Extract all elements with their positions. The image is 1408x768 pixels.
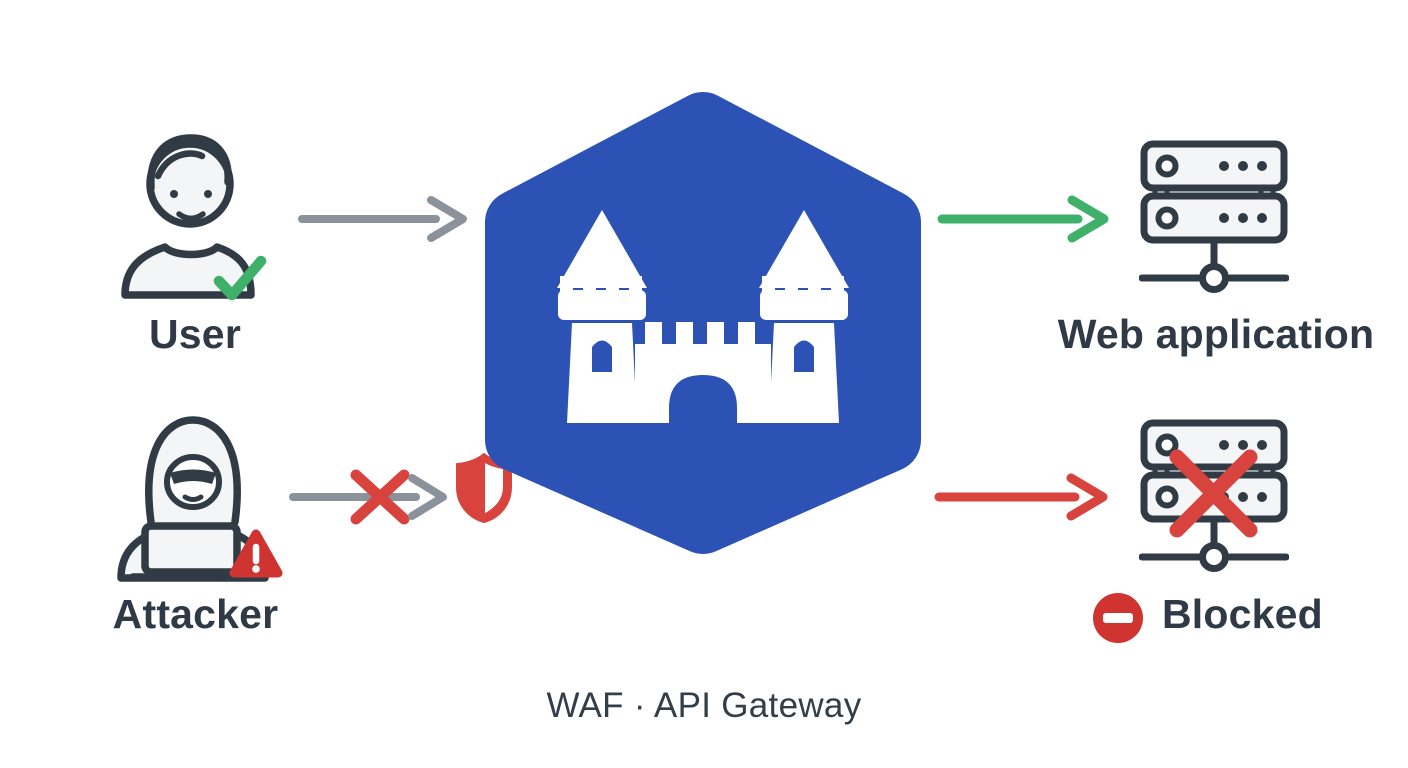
attacker-label: Attacker <box>112 591 279 637</box>
castle-gate <box>669 375 737 423</box>
attacker-icon <box>117 416 283 582</box>
gateway-to-blocked-arrow <box>934 473 1108 521</box>
sunglasses <box>170 469 216 484</box>
user-label: User <box>149 311 241 357</box>
red-x-icon <box>350 469 410 525</box>
user-icon <box>121 134 267 301</box>
gateway-to-webapp-arrow <box>937 195 1109 243</box>
gateway-caption: WAF · API Gateway <box>546 686 862 725</box>
castle-icon <box>557 210 849 423</box>
warning-triangle-icon <box>229 529 283 578</box>
attacker-to-gateway-arrow <box>289 469 447 525</box>
no-entry-icon <box>1093 593 1143 643</box>
gateway-hexagon <box>485 92 921 554</box>
blocked-x-icon <box>1169 449 1258 538</box>
web-application-label: Web application <box>1057 311 1375 357</box>
server-icon <box>1139 140 1289 300</box>
user-to-gateway-arrow <box>298 196 467 242</box>
check-icon <box>213 255 267 301</box>
blocked-label: Blocked <box>1162 591 1323 637</box>
blocked-server-icon <box>1139 419 1289 579</box>
laptop-icon <box>129 522 253 581</box>
